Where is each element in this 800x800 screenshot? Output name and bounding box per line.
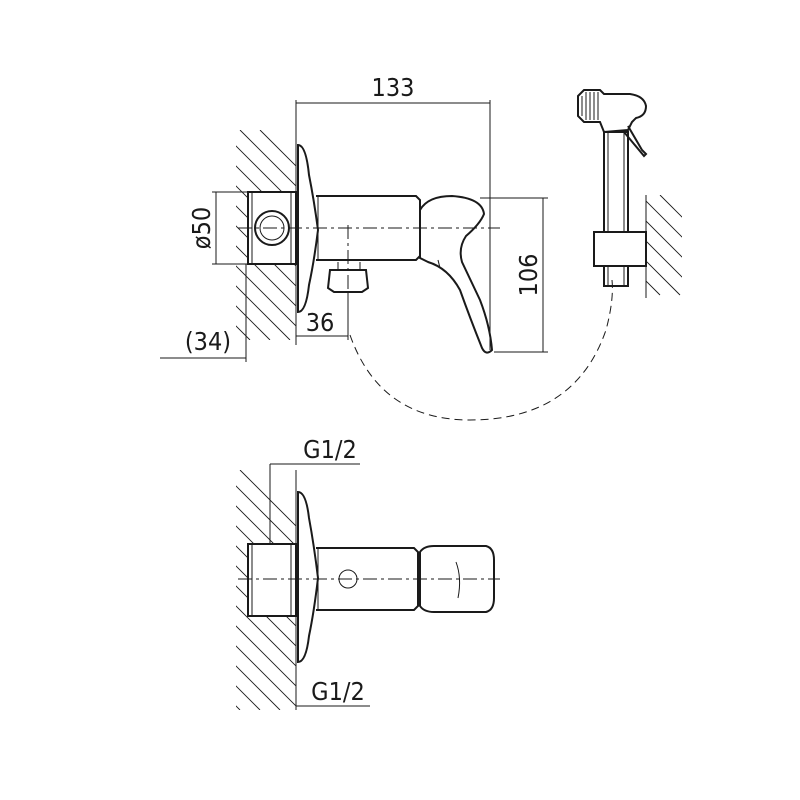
wall-flange-top [297,490,320,664]
inlet-connector-top [247,543,297,617]
top-view [236,470,500,710]
thread-label-bottom: G1/2 [296,677,370,707]
dim-36-label: 36 [306,308,335,337]
dimension-34: (34) [160,264,247,362]
shower-holder [593,231,647,267]
dim-34-label: (34) [185,327,231,356]
valve-lever-top [419,545,495,613]
dim-106-label: 106 [514,254,543,297]
dim-133-label: 133 [372,73,415,102]
shower-head [577,89,648,134]
side-view [236,130,613,421]
dimension-133: 133 [295,73,491,350]
hand-shower [577,89,682,298]
valve-lever [419,194,494,354]
outlet-nipple [326,269,370,293]
hose-arc [349,279,613,421]
thread-bottom-text: G1/2 [311,677,365,706]
thread-label-top: G1/2 [269,435,360,544]
dimension-106: 106 [480,197,548,353]
dimension-diameter-50: ø50 [187,191,248,265]
shower-trigger [623,125,648,158]
dimension-36: 36 [296,292,349,340]
wall-hatching-top [236,470,296,710]
dim-diameter-label: ø50 [187,207,216,249]
thread-top-text: G1/2 [303,435,357,464]
